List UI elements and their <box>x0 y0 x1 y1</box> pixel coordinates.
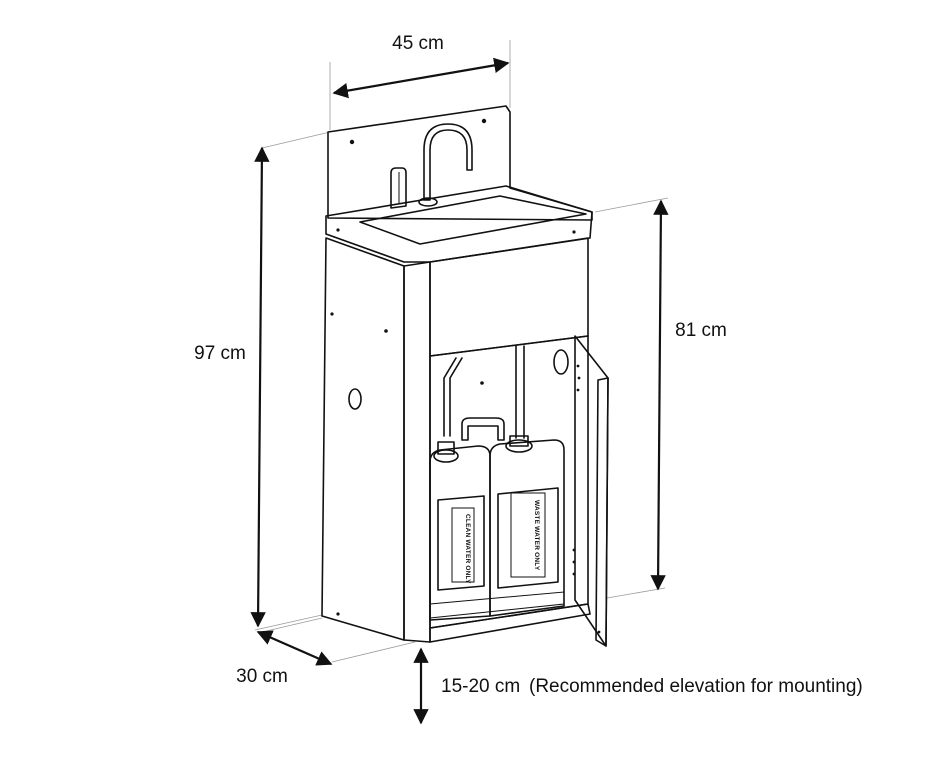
total-height-label: 97 cm <box>194 343 246 364</box>
cabinet-side-panel <box>321 237 405 641</box>
cabinet-floor <box>429 603 591 643</box>
interior-vent-hole <box>553 349 569 375</box>
elevation-label: 15-20 cm <box>441 676 520 697</box>
elevation-note: (Recommended elevation for mounting) <box>529 676 863 697</box>
clean-water-tank-label: CLEAN WATER ONLY <box>464 514 471 584</box>
waste-water-tank-label: WASTE WATER ONLY <box>533 500 540 571</box>
cabinet-front-edge <box>403 261 431 643</box>
backsplash-screw-right <box>481 118 487 124</box>
width-arrow <box>332 57 510 99</box>
depth-arrow <box>256 630 333 666</box>
width-dimension: 45 cm <box>332 33 510 99</box>
depth-label: 30 cm <box>236 666 288 687</box>
pipes <box>443 345 525 441</box>
total-height-dimension: 97 cm <box>194 146 270 628</box>
side-vent-hole <box>348 388 362 410</box>
basin-opening <box>359 195 587 245</box>
basin-height-dimension: 81 cm <box>650 199 727 591</box>
faucet-icon <box>418 123 473 207</box>
depth-dimension: 30 cm <box>236 630 333 687</box>
waste-water-tank: WASTE WATER ONLY <box>489 435 565 617</box>
width-label: 45 cm <box>392 33 444 54</box>
soap-dispenser-icon <box>390 167 407 209</box>
total-height-arrow <box>250 146 270 628</box>
basin-height-label: 81 cm <box>675 320 727 341</box>
cabinet-door <box>572 335 609 647</box>
sink-unit: CLEAN WATER ONLY WASTE WATER ONLY <box>321 105 609 647</box>
elevation-dimension: 15-20 cm (Recommended elevation for moun… <box>413 647 863 725</box>
clean-water-tank: CLEAN WATER ONLY <box>429 441 491 621</box>
backsplash-screw-left <box>349 139 355 145</box>
basin-height-arrow <box>650 199 669 591</box>
